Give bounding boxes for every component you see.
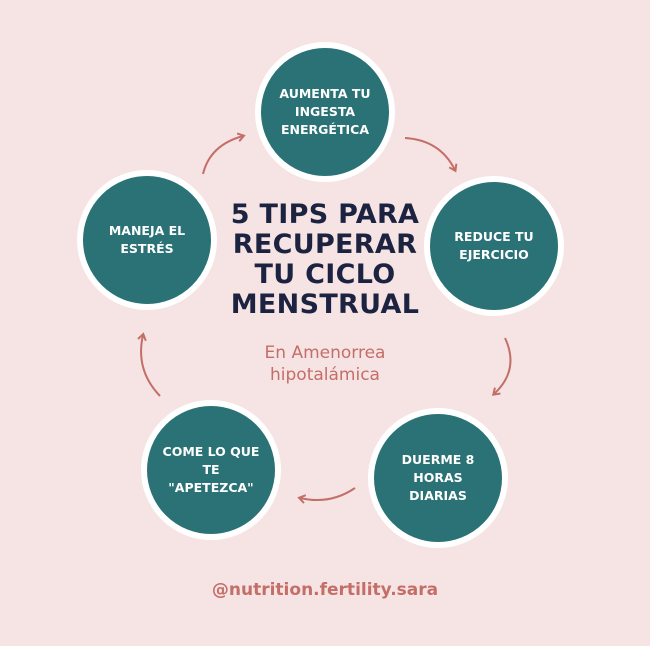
tip-label: DUERME 8 HORAS DIARIAS [401,452,475,503]
tip-label: MANEJA EL ESTRÉS [108,223,186,256]
arrow-exercise-to-sleep [491,337,512,396]
arrow-intake-to-exercise [404,137,458,173]
tip-label: COME LO QUE TE "APETEZCA" [162,444,260,495]
tip-label: REDUCE TU EJERCICIO [454,229,534,262]
tip-circle-sleep: DUERME 8 HORAS DIARIAS [368,408,508,548]
subtitle: En Amenorrea hipotalámica [264,343,386,385]
page-title: 5 TIPS PARA RECUPERAR TU CICLO MENSTRUAL [230,199,420,320]
tip-label: AUMENTA TU INGESTA ENERGÉTICA [279,86,371,137]
tip-circle-eat: COME LO QUE TE "APETEZCA" [141,400,281,540]
arrow-stress-to-intake [202,132,246,175]
arrow-sleep-to-eat [297,487,356,504]
tip-circle-stress: MANEJA EL ESTRÉS [77,170,217,310]
arrow-eat-to-stress [137,332,161,397]
social-handle: @nutrition.fertility.sara [211,580,439,600]
tip-circle-exercise: REDUCE TU EJERCICIO [424,176,564,316]
tip-circle-intake: AUMENTA TU INGESTA ENERGÉTICA [255,42,395,182]
